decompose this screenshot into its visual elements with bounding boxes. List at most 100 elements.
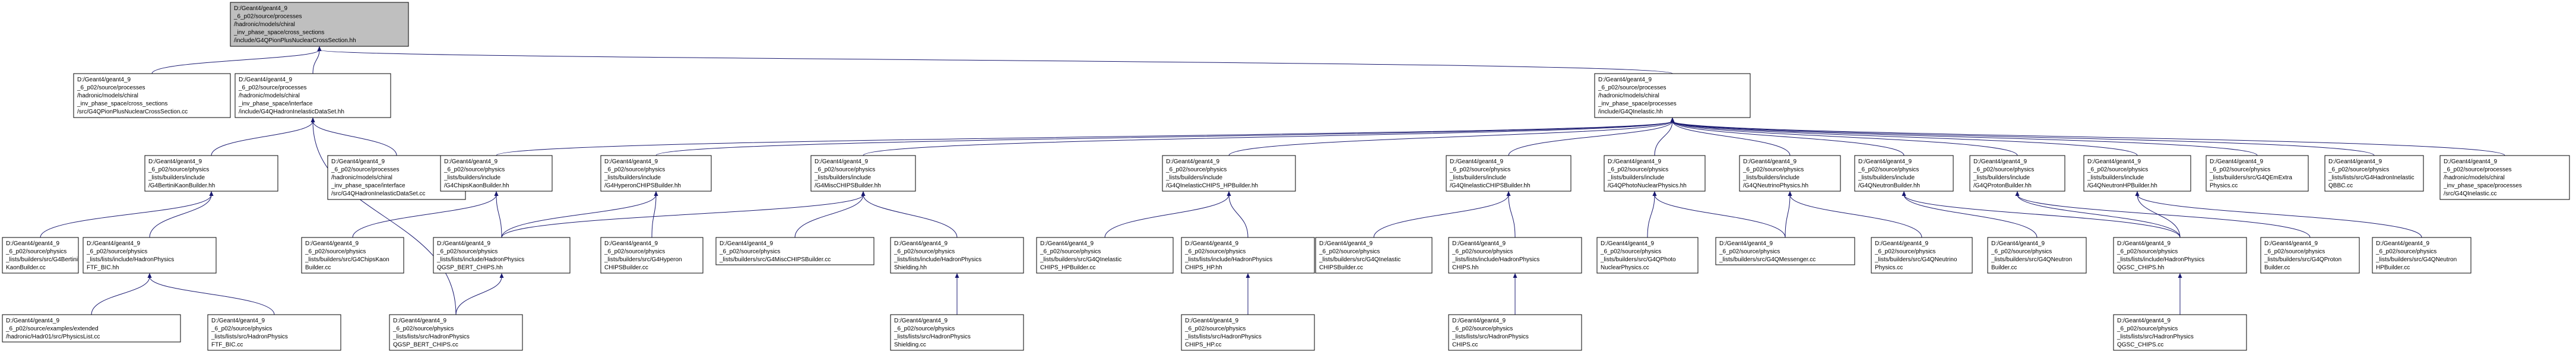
file-node-n11[interactable]: D:/Geant4/geant4_9_6_p02/source/physics_… <box>1604 155 1706 192</box>
file-node-box <box>1315 237 1433 274</box>
file-path-line: D:/Geant4/geant4_9 <box>1973 159 2027 165</box>
file-path-line: _6_p02/source/examples/extended <box>5 326 99 332</box>
file-path-line: QGSC_CHIPS.hh <box>2117 265 2164 271</box>
file-node-n25[interactable]: D:/Geant4/geant4_9_6_p02/source/physics_… <box>890 237 1024 274</box>
file-node-n31[interactable]: D:/Geant4/geant4_9_6_p02/source/physics_… <box>1715 237 1855 265</box>
file-path-line: _lists/lists/include/HadronPhysics <box>1452 256 1539 263</box>
file-node-n38[interactable]: D:/Geant4/geant4_9_6_p02/source/physics_… <box>207 314 341 351</box>
file-node-box <box>1604 155 1706 192</box>
file-node-n20[interactable]: D:/Geant4/geant4_9_6_p02/source/physics_… <box>83 237 217 274</box>
file-node-box <box>1969 155 2065 192</box>
file-node-n10[interactable]: D:/Geant4/geant4_9_6_p02/source/physics_… <box>1446 155 1571 192</box>
file-path-line: _lists/builders/src/G4QEmExtra <box>2209 175 2292 181</box>
file-node-box <box>433 237 571 274</box>
file-node-n24[interactable]: D:/Geant4/geant4_9_6_p02/source/physics_… <box>715 237 874 265</box>
arrowhead-n2-n39 <box>310 118 315 122</box>
dependency-edge-n0-n3 <box>319 49 1673 74</box>
file-node-n6[interactable]: D:/Geant4/geant4_9_6_p02/source/physics_… <box>440 155 553 192</box>
file-node-box <box>600 237 704 274</box>
file-path-line: D:/Geant4/geant4_9 <box>1452 318 1506 324</box>
file-node-n34[interactable]: D:/Geant4/geant4_9_6_p02/source/physics_… <box>2113 237 2247 274</box>
file-node-n8[interactable]: D:/Geant4/geant4_9_6_p02/source/physics_… <box>810 155 916 192</box>
file-node-n2[interactable]: D:/Geant4/geant4_9_6_p02/source/processe… <box>235 73 391 118</box>
file-node-n23[interactable]: D:/Geant4/geant4_9_6_p02/source/physics_… <box>600 237 704 274</box>
file-node-n18[interactable]: D:/Geant4/geant4_9_6_p02/source/processe… <box>2439 155 2570 200</box>
file-path-line: /G4QNeutronBuilder.hh <box>1858 183 1920 189</box>
dependency-edge-n3-n8 <box>863 121 1673 156</box>
file-node-box <box>1715 237 1855 265</box>
file-path-line: D:/Geant4/geant4_9 <box>604 159 658 165</box>
file-node-n41[interactable]: D:/Geant4/geant4_9_6_p02/source/physics_… <box>1181 314 1315 351</box>
file-path-line: _lists/lists/src/HadronPhysics <box>2116 334 2194 340</box>
arrowhead-n10-n29 <box>1506 191 1511 196</box>
file-node-n12[interactable]: D:/Geant4/geant4_9_6_p02/source/physics_… <box>1739 155 1841 192</box>
file-node-n4[interactable]: D:/Geant4/geant4_9_6_p02/source/physics_… <box>144 155 278 192</box>
file-path-line: _lists/builders/src/G4QNeutron <box>1991 256 2072 263</box>
file-path-line: _6_p02/source/physics <box>2087 167 2148 173</box>
file-node-n30[interactable]: D:/Geant4/geant4_9_6_p02/source/physics_… <box>1596 237 1699 274</box>
file-node-n32[interactable]: D:/Geant4/geant4_9_6_p02/source/physics_… <box>1871 237 1973 274</box>
file-path-line: D:/Geant4/geant4_9 <box>444 159 498 165</box>
file-node-n43[interactable]: D:/Geant4/geant4_9_6_p02/source/physics_… <box>2113 314 2247 351</box>
file-path-line: D:/Geant4/geant4_9 <box>1858 159 1912 165</box>
file-path-line: _6_p02/source/physics <box>2264 249 2325 255</box>
file-path-line: _6_p02/source/processes <box>77 85 145 91</box>
file-node-n3[interactable]: D:/Geant4/geant4_9_6_p02/source/processe… <box>1594 73 1751 118</box>
dependency-edge-n2-n5 <box>312 121 397 156</box>
file-node-n27[interactable]: D:/Geant4/geant4_9_6_p02/source/physics_… <box>1181 237 1315 274</box>
file-node-n13[interactable]: D:/Geant4/geant4_9_6_p02/source/physics_… <box>1854 155 1954 192</box>
file-path-line: _lists/builders/include <box>1607 175 1664 181</box>
file-node-n39[interactable]: D:/Geant4/geant4_9_6_p02/source/physics_… <box>389 314 523 351</box>
file-node-n19[interactable]: D:/Geant4/geant4_9_6_p02/source/physics_… <box>2 237 79 274</box>
file-node-n21[interactable]: D:/Geant4/geant4_9_6_p02/source/physics_… <box>301 237 404 274</box>
dependency-edge-n3-n17 <box>1672 121 2375 156</box>
dependency-edge-n12-n32 <box>1789 194 1922 238</box>
file-path-line: /include/G4QHadronInelasticDataSet.hh <box>239 109 344 115</box>
file-path-line: Shielding.hh <box>894 265 927 271</box>
file-path-line: _6_p02/source/processes <box>238 85 307 91</box>
file-path-line: CHIPS_HP.cc <box>1185 342 1222 349</box>
file-node-n1[interactable]: D:/Geant4/geant4_9_6_p02/source/processe… <box>73 73 231 118</box>
dependency-edge-n14-n34 <box>2017 194 2181 238</box>
file-path-line: _6_p02/source/physics <box>1742 167 1804 173</box>
file-node-n16[interactable]: D:/Geant4/geant4_9_6_p02/source/physics_… <box>2206 155 2309 192</box>
file-node-n40[interactable]: D:/Geant4/geant4_9_6_p02/source/physics_… <box>890 314 1024 351</box>
dependency-edge-n10-n28 <box>1373 194 1509 238</box>
file-path-line: _6_p02/source/physics <box>211 326 272 332</box>
file-path-line: _lists/builders/include <box>1973 175 2030 181</box>
file-path-line: _6_p02/source/physics <box>1040 249 1101 255</box>
file-path-line: _lists/builders/src/G4QNeutron <box>2375 256 2457 263</box>
file-node-n42[interactable]: D:/Geant4/geant4_9_6_p02/source/physics_… <box>1448 314 1582 351</box>
dependency-edge-n22-n39 <box>455 276 502 315</box>
file-node-n22[interactable]: D:/Geant4/geant4_9_6_p02/source/physics_… <box>433 237 571 274</box>
file-node-box <box>890 314 1024 351</box>
file-path-line: _inv_phase_space/cross_sections <box>77 101 167 107</box>
file-path-line: _6_p02/source/physics <box>604 249 665 255</box>
file-node-n7[interactable]: D:/Geant4/geant4_9_6_p02/source/physics_… <box>600 155 712 192</box>
file-node-box <box>144 155 278 192</box>
file-node-n35[interactable]: D:/Geant4/geant4_9_6_p02/source/physics_… <box>2260 237 2360 274</box>
file-node-n36[interactable]: D:/Geant4/geant4_9_6_p02/source/physics_… <box>2372 237 2472 274</box>
file-node-n14[interactable]: D:/Geant4/geant4_9_6_p02/source/physics_… <box>1969 155 2065 192</box>
file-node-n28[interactable]: D:/Geant4/geant4_9_6_p02/source/physics_… <box>1315 237 1433 274</box>
file-path-line: _6_p02/source/physics <box>1184 249 1246 255</box>
file-path-line: /hadronic/models/chiral <box>1598 93 1659 99</box>
arrowhead-n29-n42 <box>1513 273 1517 278</box>
file-path-line: D:/Geant4/geant4_9 <box>1040 240 1094 247</box>
file-node-n9[interactable]: D:/Geant4/geant4_9_6_p02/source/physics_… <box>1162 155 1296 192</box>
file-node-n33[interactable]: D:/Geant4/geant4_9_6_p02/source/physics_… <box>1987 237 2087 274</box>
file-node-n29[interactable]: D:/Geant4/geant4_9_6_p02/source/physics_… <box>1448 237 1582 274</box>
file-node-n26[interactable]: D:/Geant4/geant4_9_6_p02/source/physics_… <box>1036 237 1174 274</box>
file-node-n17[interactable]: D:/Geant4/geant4_9_6_p02/source/physics_… <box>2324 155 2424 192</box>
file-path-line: _lists/builders/src/G4MiscCHIPSBuilder.c… <box>719 256 831 263</box>
file-path-line: _lists/lists/src/HadronPhysics <box>893 334 971 340</box>
file-path-line: _lists/lists/include/HadronPhysics <box>1184 256 1272 263</box>
dependency-edge-n3-n11 <box>1654 121 1673 156</box>
dependency-edge-n20-n38 <box>149 276 275 315</box>
file-path-line: _6_p02/source/physics <box>814 167 875 173</box>
file-node-box <box>1739 155 1841 192</box>
dependency-edge-n3-n9 <box>1228 121 1673 156</box>
file-node-n37[interactable]: D:/Geant4/geant4_9_6_p02/source/examples… <box>2 314 181 343</box>
file-path-line: _6_p02/source/physics <box>148 167 209 173</box>
file-node-n15[interactable]: D:/Geant4/geant4_9_6_p02/source/physics_… <box>2083 155 2191 192</box>
